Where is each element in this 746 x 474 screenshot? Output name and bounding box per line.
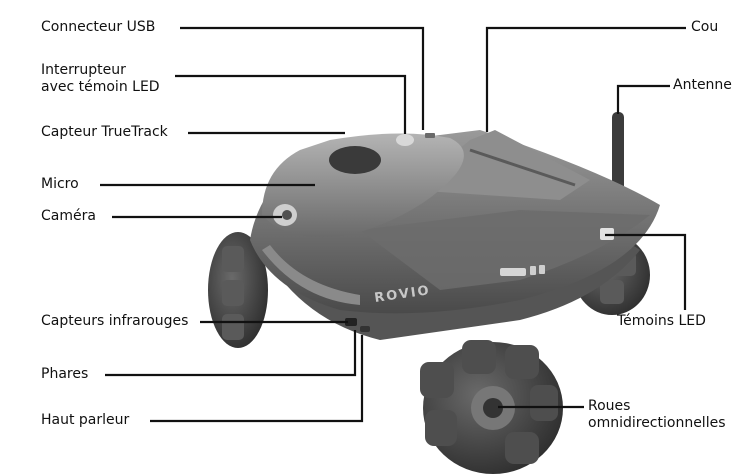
label-power-switch: Interrupteur avec témoin LED bbox=[41, 62, 160, 96]
label-camera: Caméra bbox=[41, 208, 96, 225]
label-infrared-sensors: Capteurs infrarouges bbox=[41, 313, 188, 330]
label-speaker: Haut parleur bbox=[41, 412, 129, 429]
leader-antenna bbox=[618, 86, 670, 114]
leader-speaker bbox=[150, 335, 362, 421]
label-power-switch-line1: Interrupteur bbox=[41, 62, 160, 79]
label-status-leds: Témoins LED bbox=[617, 313, 706, 330]
label-power-switch-line2: avec témoin LED bbox=[41, 79, 160, 96]
label-neck: Cou bbox=[691, 19, 718, 36]
label-usb-connector: Connecteur USB bbox=[41, 19, 155, 36]
label-omni-wheels-line2: omnidirectionnelles bbox=[588, 415, 726, 432]
leader-switch bbox=[175, 76, 405, 134]
leader-neck bbox=[487, 28, 686, 132]
label-headlights: Phares bbox=[41, 366, 88, 383]
label-antenna: Antenne bbox=[673, 77, 732, 94]
label-micro: Micro bbox=[41, 176, 79, 193]
leader-usb bbox=[180, 28, 423, 130]
label-omni-wheels: Roues omnidirectionnelles bbox=[588, 398, 726, 432]
label-truetrack-sensor: Capteur TrueTrack bbox=[41, 124, 168, 141]
label-omni-wheels-line1: Roues bbox=[588, 398, 726, 415]
